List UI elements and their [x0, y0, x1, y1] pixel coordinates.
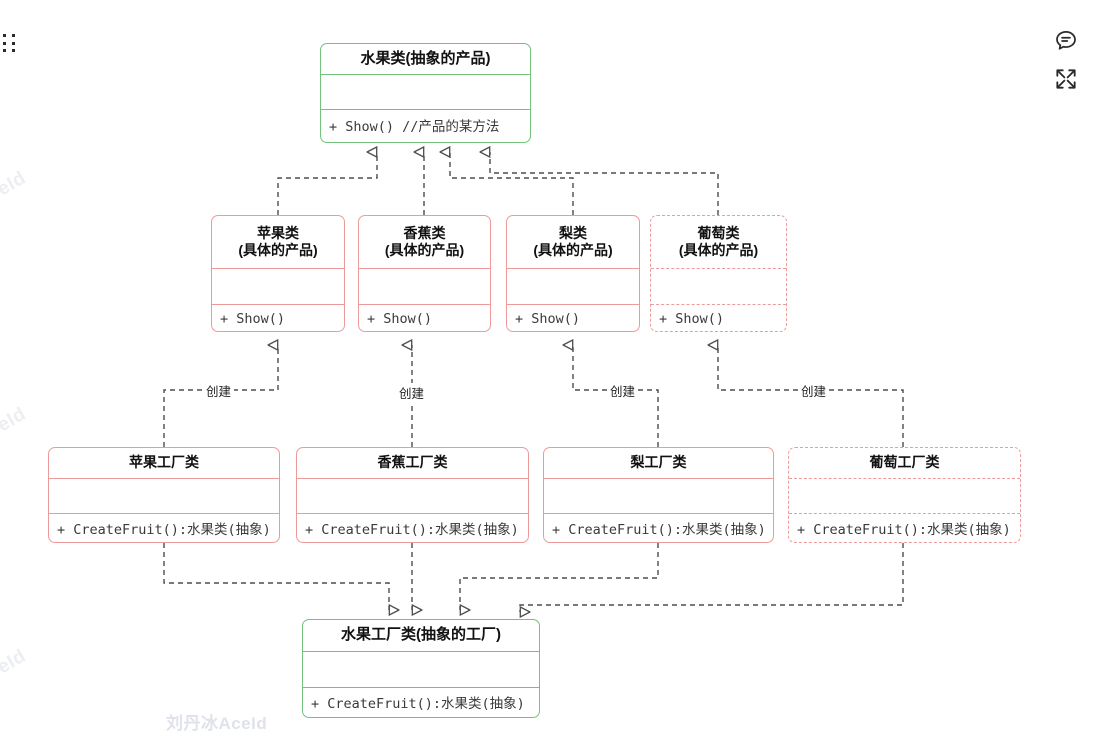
class-title-grape-line1: 葡萄类: [697, 224, 740, 241]
class-operations-pear: + Show(): [507, 304, 639, 331]
class-operations-apple-factory: + CreateFruit():水果类(抽象): [49, 513, 279, 542]
class-title-abstract-product: 水果类(抽象的产品): [360, 49, 491, 67]
watermark-main: 刘丹冰AceId: [166, 714, 268, 733]
class-title-pear: 梨类 (具体的产品): [507, 216, 639, 268]
class-attributes-abstract-product: [321, 74, 530, 109]
drag-dot: [12, 49, 15, 53]
class-attributes-banana-factory: [297, 478, 528, 513]
class-box-apple[interactable]: 苹果类 (具体的产品) + Show(): [211, 215, 345, 332]
edge-label-create-4: 创建: [798, 381, 830, 400]
class-operations-grape-factory: + CreateFruit():水果类(抽象): [789, 513, 1020, 542]
class-attributes-banana: [359, 268, 490, 304]
watermark-edge-1: eId: [0, 167, 30, 201]
class-title-grape-factory: 葡萄工厂类: [869, 454, 940, 471]
class-title-pear-line1: 梨类: [559, 224, 587, 241]
drag-dot: [3, 34, 6, 37]
drag-handle-icon[interactable]: [3, 34, 17, 54]
class-title-abstract-factory: 水果工厂类(抽象的工厂): [341, 626, 501, 644]
class-box-abstract-product[interactable]: 水果类(抽象的产品) + Show() //产品的某方法: [320, 43, 531, 143]
class-operations-abstract-product: + Show() //产品的某方法: [321, 109, 530, 140]
class-box-grape-factory[interactable]: 葡萄工厂类 + CreateFruit():水果类(抽象): [788, 447, 1021, 543]
class-attributes-pear: [507, 268, 639, 304]
class-title-banana-line2: (具体的产品): [384, 242, 465, 258]
wire-pearfactory-to-abstractfactory: [459, 543, 659, 610]
watermark-edge-3: eId: [0, 645, 30, 679]
class-box-pear-factory[interactable]: 梨工厂类 + CreateFruit():水果类(抽象): [543, 447, 774, 543]
class-title-apple-line2: (具体的产品): [238, 242, 318, 258]
class-attributes-apple-factory: [49, 478, 279, 513]
class-title-pear-line2: (具体的产品): [533, 242, 613, 258]
class-attributes-abstract-factory: [303, 651, 539, 687]
class-attributes-pear-factory: [544, 478, 773, 513]
class-operations-banana: + Show(): [359, 304, 490, 331]
watermark-edge-2: eId: [0, 403, 30, 437]
edge-label-create-2: 创建: [396, 383, 428, 402]
class-title-banana-factory: 香蕉工厂类: [377, 454, 448, 471]
wire-apple-to-fruit: [277, 152, 378, 215]
class-title-grape: 葡萄类 (具体的产品): [651, 216, 786, 268]
class-attributes-grape-factory: [789, 478, 1020, 513]
class-operations-pear-factory: + CreateFruit():水果类(抽象): [544, 513, 773, 542]
class-title-apple-factory: 苹果工厂类: [129, 454, 199, 471]
drag-dot: [3, 41, 6, 45]
drag-dot: [12, 41, 15, 45]
class-operations-banana-factory: + CreateFruit():水果类(抽象): [297, 513, 528, 542]
class-box-grape[interactable]: 葡萄类 (具体的产品) + Show(): [650, 215, 787, 332]
class-attributes-grape: [651, 268, 786, 304]
class-title-pear-factory: 梨工厂类: [630, 454, 687, 471]
class-title-apple: 苹果类 (具体的产品): [212, 216, 344, 268]
class-title-banana-line1: 香蕉类: [403, 224, 446, 241]
class-box-banana-factory[interactable]: 香蕉工厂类 + CreateFruit():水果类(抽象): [296, 447, 529, 543]
class-operations-apple: + Show(): [212, 304, 344, 331]
fullscreen-expand-icon[interactable]: [1053, 66, 1079, 92]
class-operations-grape: + Show(): [651, 304, 786, 331]
class-box-pear[interactable]: 梨类 (具体的产品) + Show(): [506, 215, 640, 332]
edge-label-create-3: 创建: [607, 381, 639, 400]
wire-grapefactory-to-abstractfactory: [519, 543, 904, 612]
class-title-grape-line2: (具体的产品): [678, 242, 759, 258]
comment-bubble-icon[interactable]: [1053, 28, 1079, 54]
drag-dot: [12, 34, 15, 37]
class-box-banana[interactable]: 香蕉类 (具体的产品) + Show(): [358, 215, 491, 332]
class-box-abstract-factory[interactable]: 水果工厂类(抽象的工厂) + CreateFruit():水果类(抽象): [302, 619, 540, 718]
wire-applefactory-to-abstractfactory: [163, 543, 389, 610]
class-box-apple-factory[interactable]: 苹果工厂类 + CreateFruit():水果类(抽象): [48, 447, 280, 543]
edge-label-create-1: 创建: [203, 381, 235, 400]
class-title-apple-line1: 苹果类: [257, 224, 299, 241]
class-title-banana: 香蕉类 (具体的产品): [359, 216, 490, 268]
drag-dot: [3, 49, 6, 53]
class-attributes-apple: [212, 268, 344, 304]
class-operations-abstract-factory: + CreateFruit():水果类(抽象): [303, 687, 539, 716]
wire-pear-to-fruit: [450, 152, 574, 215]
wire-grape-to-fruit: [490, 152, 719, 215]
